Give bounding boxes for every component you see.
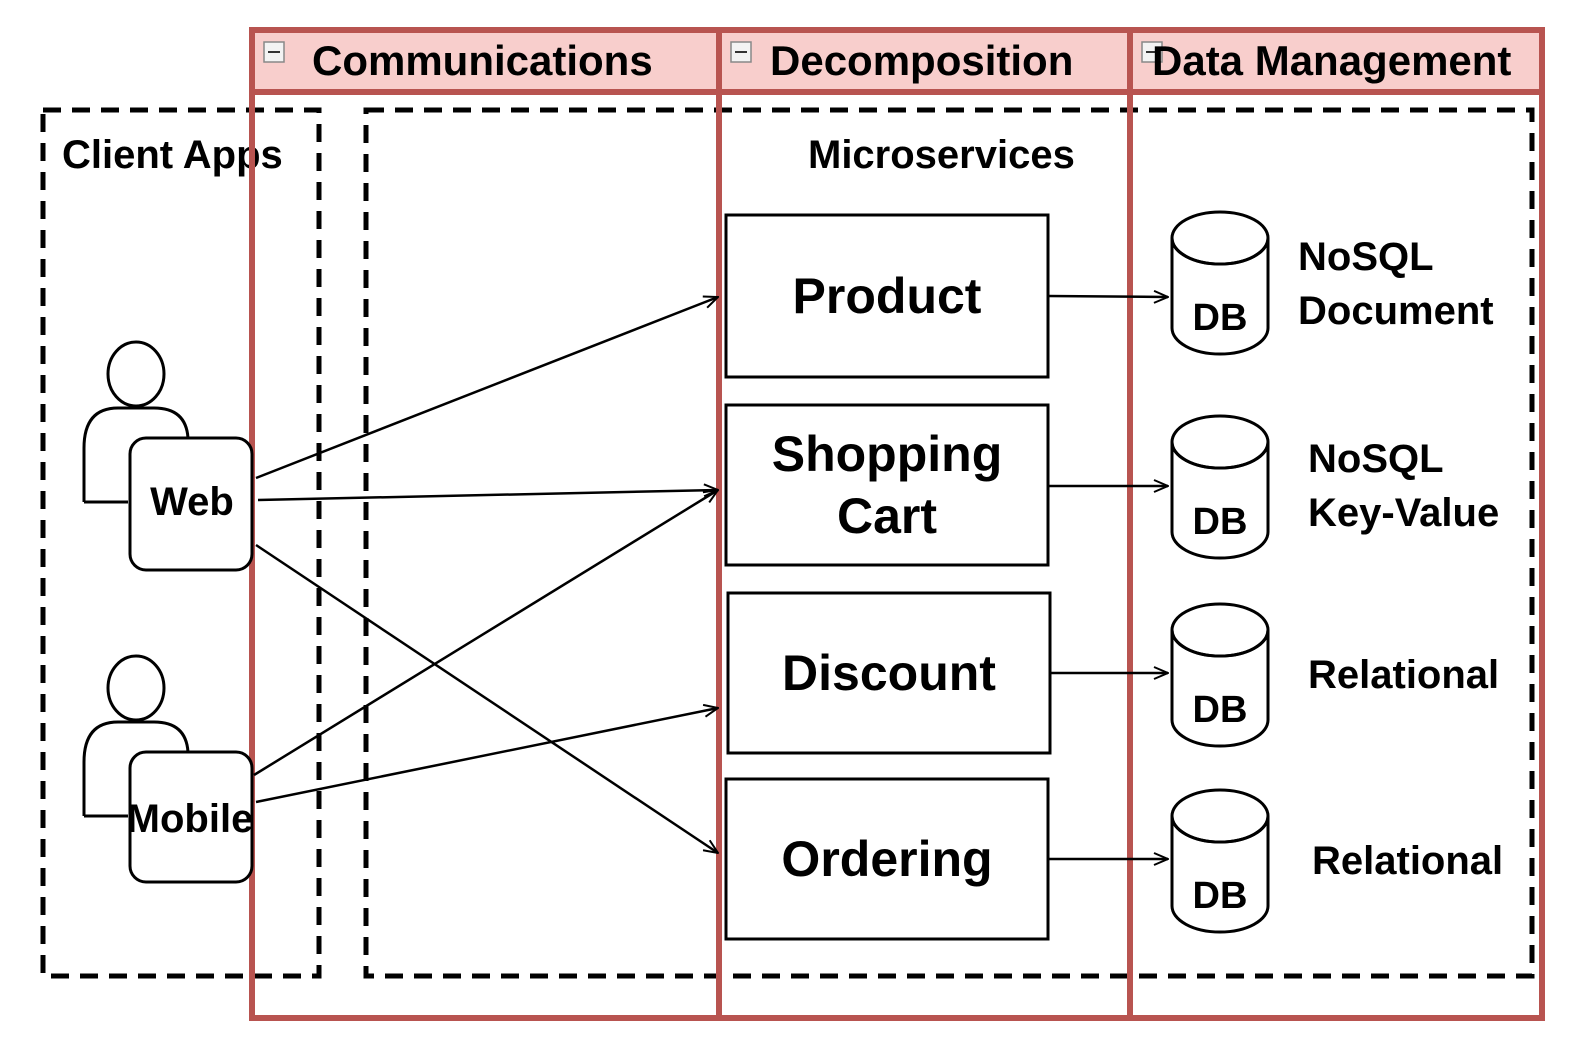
- service-label: Cart: [837, 488, 937, 544]
- collapse-icon[interactable]: [730, 41, 752, 63]
- lane-data-management: Data Management: [1127, 27, 1545, 1021]
- db-product[interactable]: DB NoSQL Document: [1170, 210, 1494, 356]
- lane-decomposition: Decomposition: [716, 27, 1133, 1021]
- microservices-container: [363, 107, 1535, 979]
- lane-communications: Communications: [249, 27, 722, 1021]
- device-box: [128, 750, 254, 884]
- arrow-product-to-db-product: [1047, 296, 1168, 297]
- service-box: [724, 777, 1050, 941]
- service-label: Ordering: [781, 831, 992, 887]
- service-label: Product: [793, 268, 982, 324]
- client-label: Mobile: [127, 797, 254, 841]
- arrow-web-to-shopping-cart: [257, 490, 718, 502]
- store-type-label: Relational: [1312, 839, 1503, 883]
- user-icon: [82, 654, 190, 818]
- collapse-icon[interactable]: [263, 41, 285, 63]
- database-icon: [1170, 210, 1270, 356]
- service-label: Discount: [782, 645, 996, 701]
- database-label: DB: [1193, 297, 1248, 339]
- lane-border: [1127, 27, 1545, 1021]
- client-apps-title: Client Apps: [62, 133, 283, 177]
- arrow-mobile-to-discount: [255, 708, 718, 804]
- database-label: DB: [1193, 875, 1248, 917]
- service-discount[interactable]: Discount: [726, 591, 1052, 755]
- database-label: DB: [1193, 501, 1248, 543]
- db-cart[interactable]: DB NoSQL Key-Value: [1170, 414, 1499, 560]
- db-discount[interactable]: DB Relational: [1170, 602, 1499, 748]
- store-type-label: Key-Value: [1308, 491, 1499, 535]
- arrow-mobile-to-shopping-cart: [253, 490, 718, 777]
- client-web[interactable]: Web: [82, 340, 254, 572]
- database-label: DB: [1193, 689, 1248, 731]
- swimlanes: Communications Decomposition Data Manageme…: [249, 27, 1545, 1021]
- db-ordering[interactable]: DB Relational: [1170, 788, 1503, 934]
- store-type-label: NoSQL: [1308, 437, 1444, 481]
- database-icon: [1170, 788, 1270, 934]
- arrow-web-to-product: [255, 297, 718, 480]
- store-type-label: Document: [1298, 289, 1494, 333]
- store-type-label: Relational: [1308, 653, 1499, 697]
- service-box: [724, 213, 1050, 379]
- database-icon: [1170, 602, 1270, 748]
- microservices-title: Microservices: [808, 133, 1075, 177]
- user-icon: [82, 340, 190, 504]
- lane-title: Communications: [312, 37, 653, 84]
- database-icon: [1170, 414, 1270, 560]
- lane-title: Data Management: [1152, 37, 1511, 84]
- collapse-icon[interactable]: [1141, 41, 1163, 63]
- client-mobile[interactable]: Mobile: [82, 654, 254, 884]
- service-ordering[interactable]: Ordering: [724, 777, 1050, 941]
- arrow-web-to-ordering: [255, 543, 718, 853]
- connections: [253, 296, 1168, 859]
- lane-border: [249, 27, 722, 1021]
- databases: DBNoSQLDocumentDBNoSQLKey-ValueDBRelatio…: [1170, 210, 1503, 934]
- client-apps-container: [40, 107, 322, 979]
- service-label: Shopping: [772, 426, 1003, 482]
- store-type-label: NoSQL: [1298, 235, 1434, 279]
- service-box: [724, 403, 1050, 567]
- service-box: [726, 591, 1052, 755]
- lane-title: Decomposition: [770, 37, 1073, 84]
- client-label: Web: [150, 480, 234, 524]
- device-box: [128, 436, 254, 572]
- service-product[interactable]: Product: [724, 213, 1050, 379]
